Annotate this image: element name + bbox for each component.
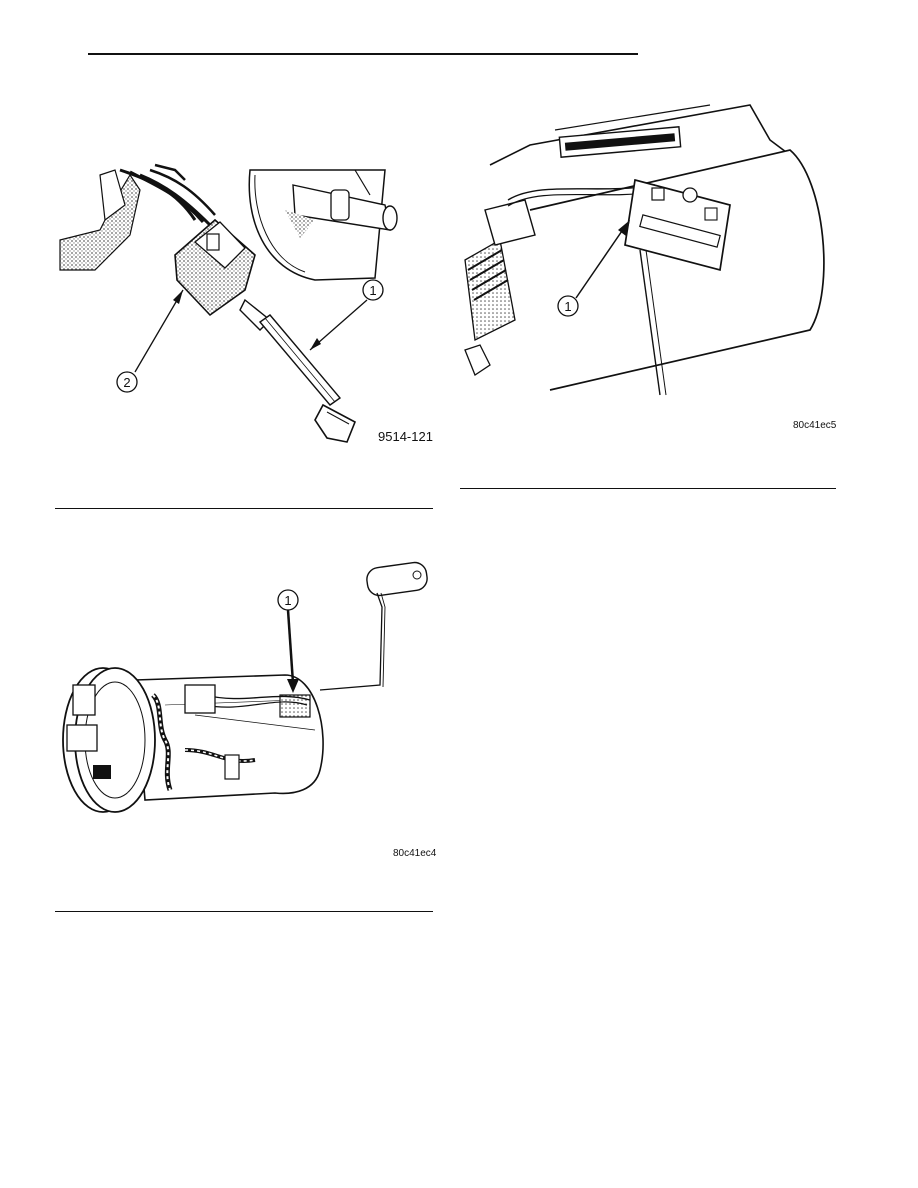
figure-sending-unit-connector: 1 2 [55, 160, 445, 455]
figure-code-80c41ec4: 80c41ec4 [393, 848, 437, 859]
figure-fuel-pump-module: 1 [45, 555, 440, 835]
callout-2-label: 2 [123, 375, 130, 390]
level-sensor-illustration: 1 [464, 104, 825, 396]
header-rule [88, 53, 638, 55]
figure-code-9514-121: 9514-121 [378, 429, 433, 444]
figure-code-80c41ec5: 80c41ec5 [793, 420, 837, 431]
figure-separator-rule [55, 508, 433, 509]
connector-illustration: 1 2 [59, 163, 398, 443]
callout-1-label: 1 [369, 283, 376, 298]
figure-level-sensor-closeup: 1 [460, 100, 840, 400]
callout-1-label: 1 [284, 593, 291, 608]
pump-module-illustration: 1 [62, 561, 428, 813]
figure-separator-rule [55, 911, 433, 912]
figure-separator-rule [460, 488, 836, 489]
callout-1-label: 1 [564, 299, 571, 314]
